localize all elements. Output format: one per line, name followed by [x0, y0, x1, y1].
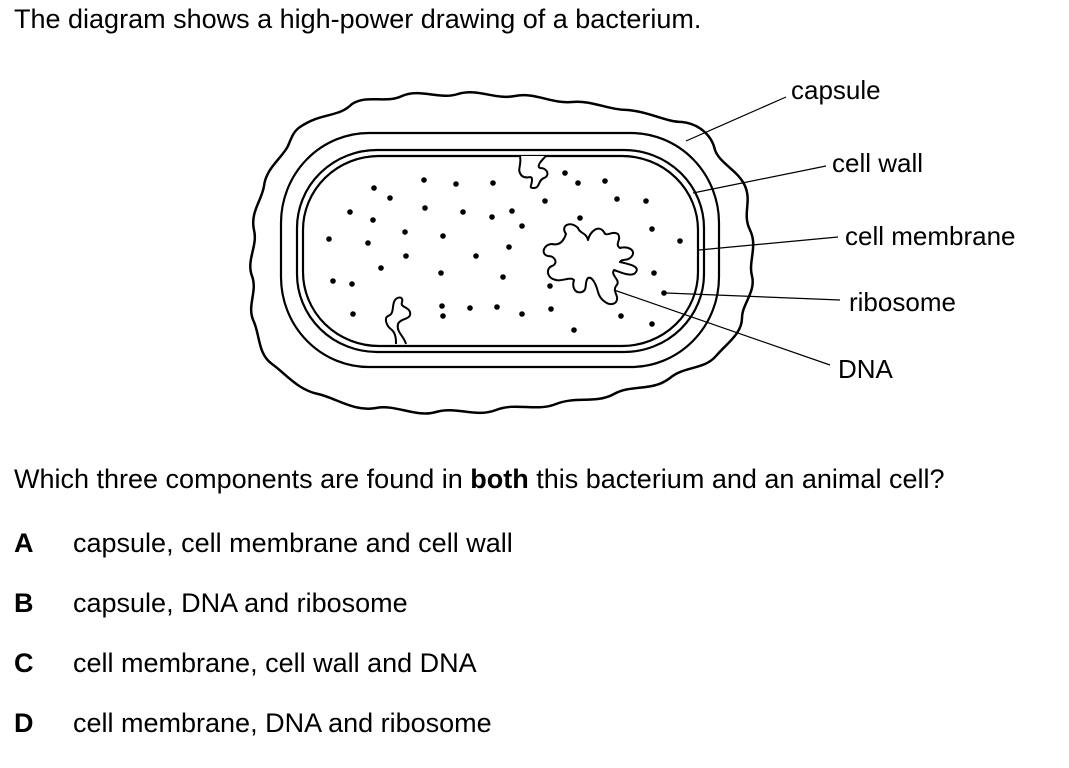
cell-wall-leader [692, 165, 827, 194]
cell-membrane-inner [301, 154, 700, 348]
label-cell-membrane: cell membrane [845, 221, 1016, 251]
option-text: cell membrane, cell wall and DNA [73, 648, 477, 678]
membrane-infolding-top [518, 155, 549, 190]
option-text: capsule, DNA and ribosome [73, 588, 408, 618]
option-letter: D [14, 708, 34, 738]
question-prompt: Which three components are found in both… [14, 464, 944, 495]
capsule-leader [685, 96, 787, 142]
cell-membrane-leader [698, 236, 839, 251]
prompt-text-end: this bacterium and an animal cell? [528, 464, 945, 494]
label-cell-wall: cell wall [832, 148, 923, 178]
bacterium-diagram: capsule cell wall cell membrane ribosome… [249, 75, 1016, 415]
option-text: cell membrane, DNA and ribosome [73, 708, 492, 738]
option-letter: C [14, 648, 34, 678]
dna-nucleoid [542, 223, 638, 306]
option-text: capsule, cell membrane and cell wall [73, 528, 513, 558]
prompt-text-start: Which three components are found in [14, 464, 471, 494]
option-letter: A [14, 528, 34, 558]
cell-membrane-outer [295, 148, 706, 354]
leader-lines [613, 96, 841, 366]
option-letter: B [14, 588, 34, 618]
capsule-outline [249, 91, 755, 415]
cell-wall-outline [279, 131, 721, 369]
ribosome-dots [326, 170, 683, 333]
label-ribosome: ribosome [849, 287, 956, 317]
prompt-emphasis: both [470, 464, 529, 494]
ribosome-leader [665, 292, 841, 301]
question-intro: The diagram shows a high-power drawing o… [14, 4, 702, 34]
label-dna: DNA [838, 354, 894, 384]
membrane-infolding-bottom [384, 296, 412, 345]
label-capsule: capsule [791, 75, 881, 105]
dna-leader [613, 289, 831, 366]
